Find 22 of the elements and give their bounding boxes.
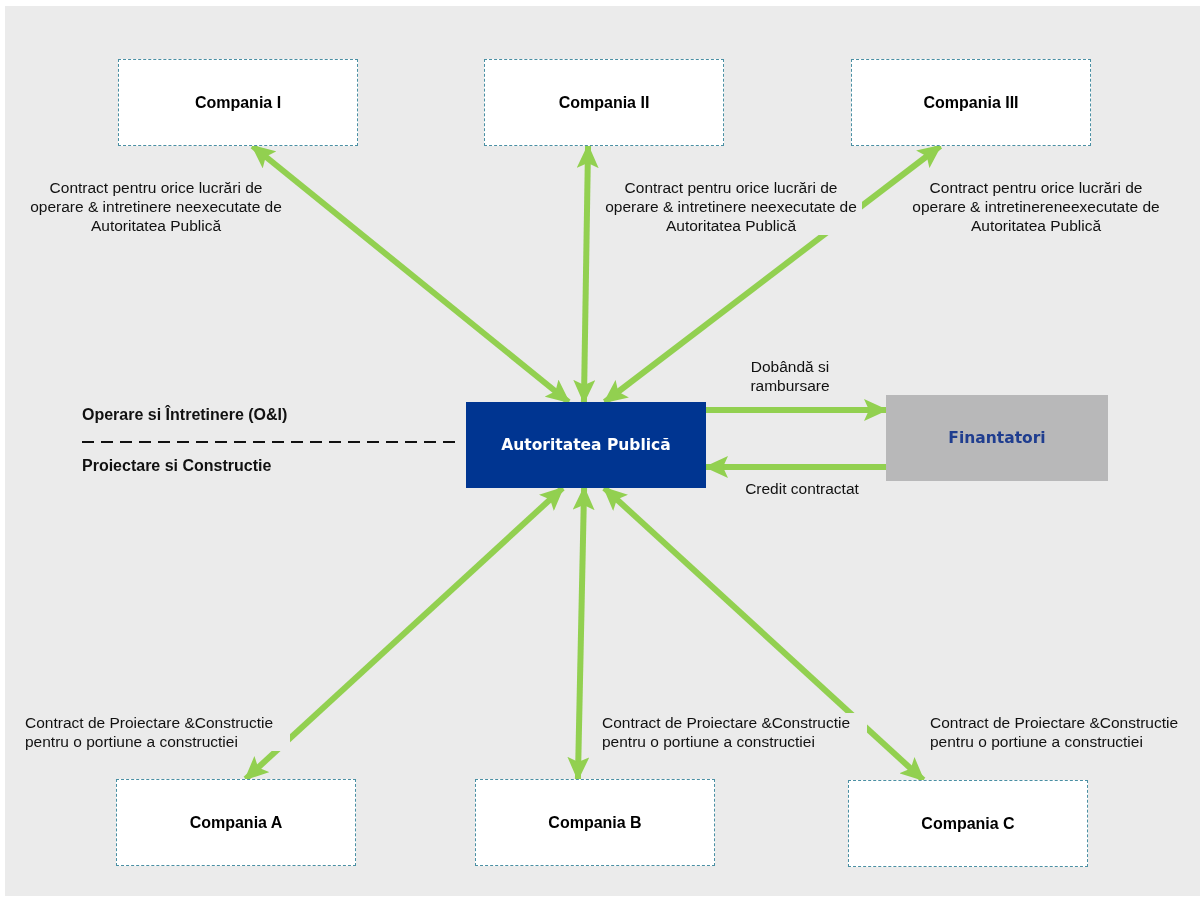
edge-label: Contract de Proiectare &Constructie pentru o portiune a constructiei	[602, 713, 867, 751]
funder-box	[886, 395, 1108, 481]
section-label: Proiectare si Constructie	[82, 457, 272, 475]
node-label: Compania II	[557, 92, 651, 113]
node-label: Compania C	[920, 813, 1016, 834]
section-label: Operare si Întretinere (O&I)	[82, 406, 288, 424]
company-box	[118, 59, 358, 146]
double-arrow	[567, 486, 595, 781]
node-label: Autoritatea Publică	[500, 435, 672, 456]
company-box	[848, 780, 1088, 867]
company-box	[484, 59, 724, 146]
node-label: Finantatori	[947, 428, 1047, 449]
company-box	[116, 779, 356, 866]
double-arrow	[573, 144, 599, 404]
node-label: Compania A	[188, 812, 284, 833]
company-box	[851, 59, 1091, 146]
company-box	[475, 779, 715, 866]
node-label: Compania III	[922, 92, 1020, 113]
node-label: Compania B	[547, 812, 643, 833]
arrow	[706, 399, 888, 421]
authority-box	[466, 402, 706, 488]
node-label: Compania I	[193, 92, 283, 113]
